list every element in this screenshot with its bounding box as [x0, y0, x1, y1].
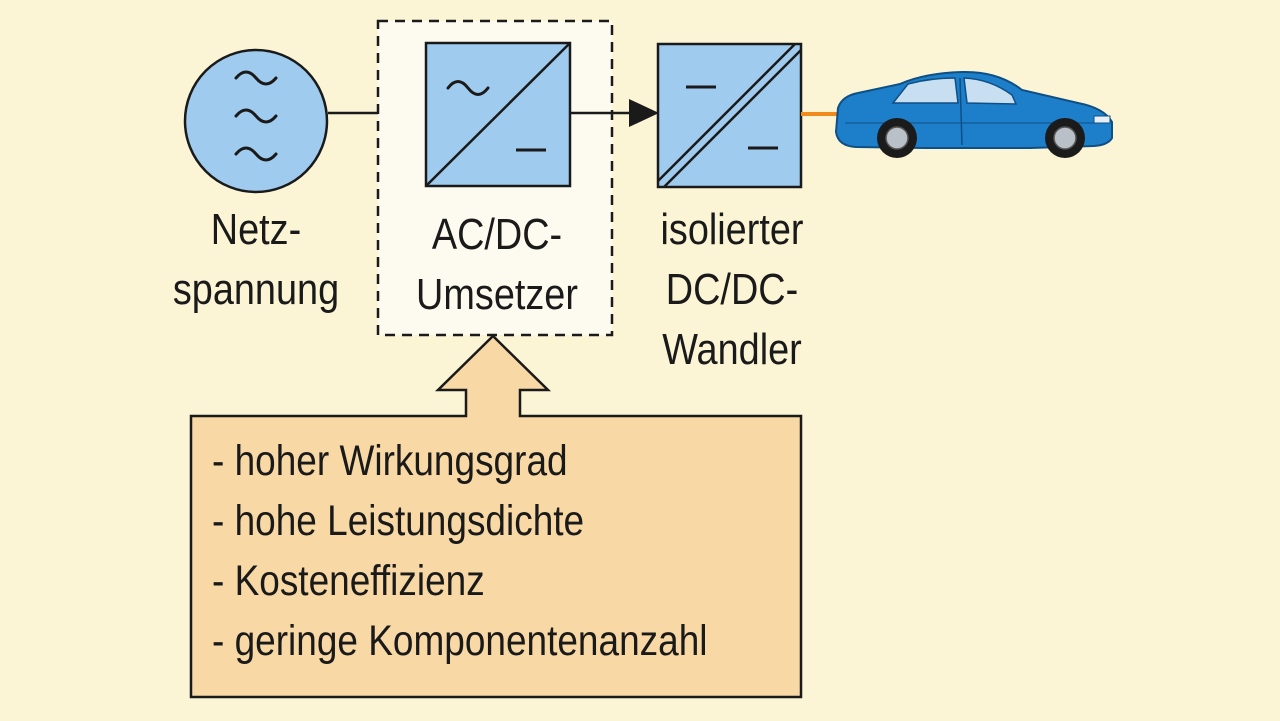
arrow-acdc-to-dcdc	[570, 99, 659, 127]
electric-car-icon	[834, 70, 1113, 158]
list-item: - hoher Wirkungsgrad	[212, 437, 568, 485]
label-acdc-converter: AC/DC- Umsetzer	[411, 205, 583, 325]
label-line: spannung	[172, 265, 340, 314]
label-line: Wandler	[662, 325, 802, 374]
label-line: isolierter	[660, 205, 804, 254]
benefits-callout	[189, 334, 803, 699]
label-line: Netz-	[210, 205, 302, 254]
ac-source	[183, 48, 329, 194]
dcdc-block	[656, 42, 803, 189]
list-item: - Kosteneffizienz	[212, 557, 485, 605]
benefits-list: - hoher Wirkungsgrad - hohe Leistungsdic…	[212, 431, 707, 671]
label-line: AC/DC-	[431, 210, 563, 259]
label-grid-voltage: Netz- spannung	[170, 200, 342, 320]
list-item: - geringe Komponentenanzahl	[212, 617, 708, 665]
sine-wave-icon	[234, 70, 278, 162]
list-item: - hohe Leistungsdichte	[212, 497, 585, 545]
acdc-block	[424, 41, 572, 188]
label-isolated-dcdc: isolierter DC/DC- Wandler	[646, 200, 818, 380]
sine-wave-icon	[446, 80, 490, 96]
label-line: Umsetzer	[416, 270, 578, 319]
label-line: DC/DC-	[665, 265, 799, 314]
